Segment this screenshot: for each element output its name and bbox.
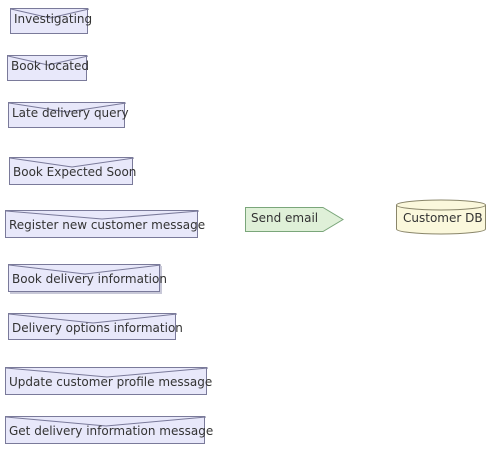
message-label: Book located xyxy=(11,59,90,73)
message-book-expected-soon[interactable]: Book Expected Soon xyxy=(9,157,137,185)
message-get-delivery-information[interactable]: Get delivery information message xyxy=(5,416,213,444)
customer-db-label: Customer DB xyxy=(403,211,483,225)
message-label: Book delivery information xyxy=(12,272,167,286)
message-book-located[interactable]: Book located xyxy=(7,55,90,81)
message-investigating[interactable]: Investigating xyxy=(10,8,92,34)
message-label: Book Expected Soon xyxy=(13,165,137,179)
envelope-icon xyxy=(5,210,200,220)
send-email-action[interactable]: Send email xyxy=(245,207,345,233)
message-register-new-customer[interactable]: Register new customer message xyxy=(5,210,205,238)
envelope-icon xyxy=(8,313,178,324)
message-label: Register new customer message xyxy=(9,218,206,232)
send-email-label: Send email xyxy=(251,211,319,225)
message-label: Late delivery query xyxy=(12,106,129,120)
message-label: Investigating xyxy=(14,12,93,26)
envelope-icon xyxy=(9,157,135,168)
database-cylinder-icon xyxy=(396,199,486,235)
message-delivery-options-information[interactable]: Delivery options information xyxy=(8,313,183,340)
customer-db[interactable]: Customer DB xyxy=(396,199,486,235)
message-book-delivery-information[interactable]: Book delivery information xyxy=(8,264,167,292)
send-arrow-icon xyxy=(245,207,344,232)
message-late-delivery-query[interactable]: Late delivery query xyxy=(8,102,129,128)
envelope-icon xyxy=(7,55,89,66)
message-label: Update customer profile message xyxy=(9,375,213,389)
message-label: Delivery options information xyxy=(12,321,183,335)
message-update-customer-profile[interactable]: Update customer profile message xyxy=(5,367,212,395)
message-label: Get delivery information message xyxy=(9,424,214,438)
envelope-icon xyxy=(10,8,90,19)
envelope-icon xyxy=(5,416,207,427)
envelope-icon xyxy=(8,264,162,275)
envelope-icon xyxy=(8,102,127,113)
envelope-icon xyxy=(5,367,209,378)
